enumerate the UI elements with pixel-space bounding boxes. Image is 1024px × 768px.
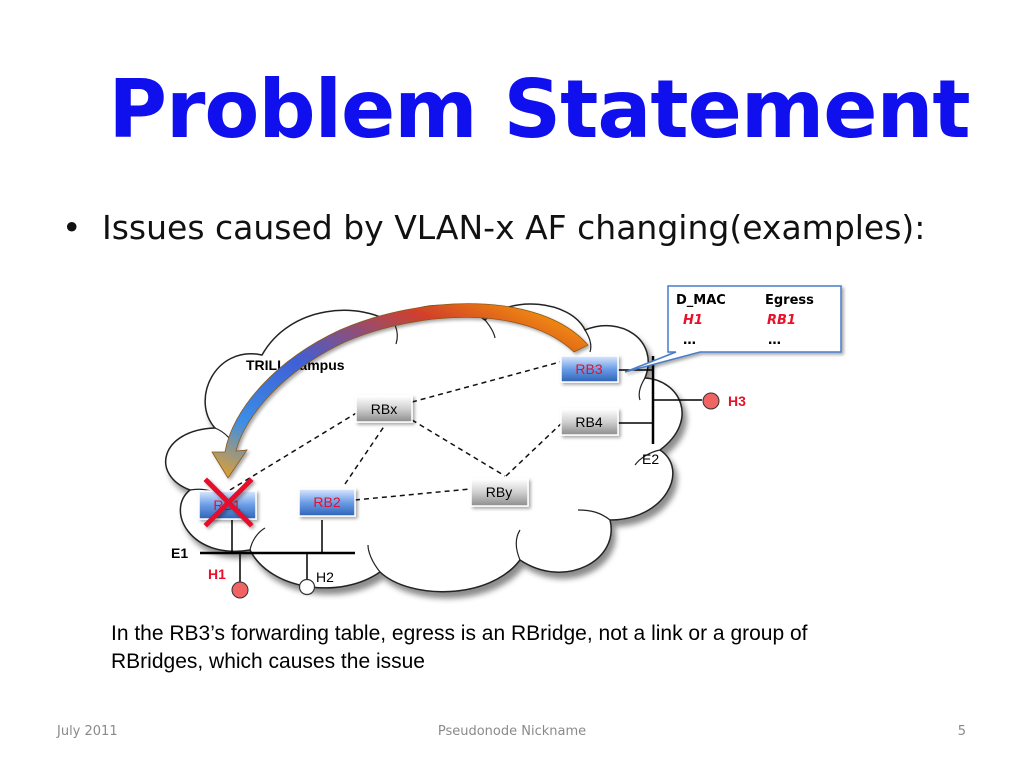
footer-title: Pseudonode Nickname [437,724,587,739]
table-row1-mac: H1 [683,313,703,328]
segment-e2-label: E2 [642,451,659,467]
dashed-links [229,361,566,501]
segment-e2 [618,356,702,444]
footer-page-number: 5 [957,724,966,739]
table-row2-egress: … [768,333,781,348]
failed-x-icon [203,477,254,528]
forwarding-table-callout: D_MAC Egress H1 RB1 … … [624,285,842,373]
bullet-dot-icon: • [62,208,82,247]
rbridge-rbx: RBx [355,395,413,423]
table-row1-egress: RB1 [767,313,796,328]
table-row2-mac: … [683,333,696,348]
trill-campus-cloud [164,303,683,593]
bullet-item: • Issues caused by VLAN-x AF changing(exa… [62,208,925,247]
rb2-label: RB2 [313,494,340,510]
host-h2-icon [298,578,316,596]
slide-title: Problem Statement [108,63,970,156]
segment-e1 [200,520,355,583]
rbx-label: RBx [371,401,397,417]
footer-date: July 2011 [57,724,118,739]
rbridge-rb2: RB2 [298,488,356,517]
rbridge-rb4: RB4 [560,408,619,436]
bullet-text: Issues caused by VLAN-x AF changing(exam… [102,208,926,247]
host-h3-icon [702,392,720,410]
host-h2-label: H2 [316,569,334,585]
host-h1-icon [231,581,249,599]
table-col2-header: Egress [765,293,814,308]
rbridge-rb3: RB3 [560,355,619,383]
rb3-label: RB3 [575,361,602,377]
table-col1-header: D_MAC [676,293,726,308]
redirect-arrow-icon [211,303,589,479]
host-h1-label: H1 [208,566,226,582]
host-h3-label: H3 [728,393,746,409]
rbridge-rby: RBy [470,478,529,507]
segment-e1-label: E1 [171,545,188,561]
rb4-label: RB4 [575,414,602,430]
rby-label: RBy [486,484,512,500]
diagram-caption: In the RB3’s forwarding table, egress is… [111,622,808,673]
